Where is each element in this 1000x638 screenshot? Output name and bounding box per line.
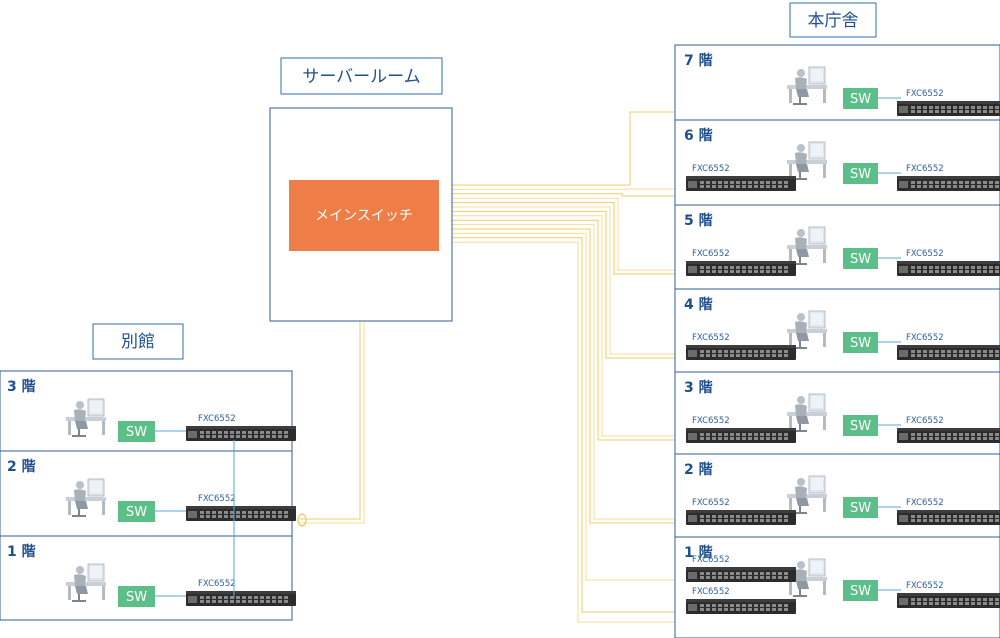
switch-model-label: FXC6552: [692, 333, 730, 343]
network-switch[interactable]: [186, 426, 296, 441]
sw-box[interactable]: [118, 586, 155, 607]
annex-title: 別館: [121, 332, 155, 352]
main-floor-6: 6 階 SW FXC6552 FXC6552: [674, 119, 1000, 206]
floor-label: 2 階: [684, 461, 713, 478]
network-switch[interactable]: [186, 506, 296, 521]
sw-box[interactable]: [843, 332, 878, 353]
floor-label: 1 階: [684, 544, 713, 561]
sw-box[interactable]: [843, 415, 878, 436]
network-switch[interactable]: [686, 599, 796, 614]
floor-label: 3 階: [684, 379, 713, 396]
sw-label: SW: [850, 419, 871, 434]
server-room-title-box: [280, 57, 443, 95]
network-switch[interactable]: [186, 591, 296, 606]
floor-label: 5 階: [684, 212, 713, 229]
sw-label: SW: [850, 92, 871, 107]
main-switch-label: メインスイッチ: [315, 208, 413, 224]
floor-box: [674, 536, 1000, 638]
floor-label: 7 階: [684, 52, 713, 69]
switch-model-label: FXC6552: [198, 494, 236, 504]
annex-floor-3: 3 階 SW FXC6552: [0, 370, 296, 452]
network-switch[interactable]: [686, 345, 796, 360]
sw-label: SW: [126, 590, 147, 605]
sw-label: SW: [850, 584, 871, 599]
annex-section: 別館 3 階 SW FXC6552 2 階 SW FXC6552 1 階 SW FXC6552: [0, 323, 307, 621]
switch-model-label: FXC6552: [906, 89, 944, 99]
sw-box[interactable]: [118, 421, 155, 442]
network-switch[interactable]: [897, 101, 1000, 116]
switch-model-label: FXC6552: [906, 164, 944, 174]
main-floor-4: 4 階 SW FXC6552 FXC6552: [674, 288, 1000, 373]
sw-label: SW: [850, 501, 871, 516]
switch-model-label: FXC6552: [906, 249, 944, 259]
floor-box: [0, 535, 293, 621]
sw-box[interactable]: [118, 501, 155, 522]
floor-label: 3 階: [7, 378, 36, 395]
network-switch[interactable]: [686, 176, 796, 191]
network-switch[interactable]: [897, 261, 1000, 276]
annex-floor-1: 1 階 SW FXC6552: [0, 535, 296, 621]
floor-box: [0, 450, 293, 537]
floor-label: 4 階: [684, 296, 713, 313]
fiber-link-annex: [300, 251, 365, 524]
main-floor-7: 7 階 SW FXC6552: [674, 44, 1000, 121]
switch-model-label: FXC6552: [906, 333, 944, 343]
floor-box: [674, 204, 1000, 290]
network-switch[interactable]: [897, 345, 1000, 360]
switch-model-label: FXC6552: [692, 164, 730, 174]
network-switch[interactable]: [686, 261, 796, 276]
sw-label: SW: [126, 425, 147, 440]
annex-title-box: [92, 323, 184, 360]
main-switch[interactable]: [289, 180, 439, 251]
switch-model-label: FXC6552: [198, 579, 236, 589]
switch-model-label: FXC6552: [692, 555, 730, 565]
sw-box[interactable]: [843, 88, 878, 109]
switch-model-label: FXC6552: [692, 587, 730, 597]
sw-box[interactable]: [843, 248, 878, 269]
switch-model-label: FXC6552: [198, 414, 236, 424]
server-room-section: サーバールーム メインスイッチ: [269, 57, 453, 322]
main-floor-3: 3 階 SW FXC6552 FXC6552: [674, 371, 1000, 455]
sw-label: SW: [850, 167, 871, 182]
network-switch[interactable]: [686, 510, 796, 525]
main-floor-5: 5 階 SW FXC6552 FXC6552: [674, 204, 1000, 290]
fiber-coil: [297, 513, 307, 527]
sw-box[interactable]: [843, 163, 878, 184]
main-building-title: 本庁舎: [808, 11, 859, 31]
switch-model-label: FXC6552: [906, 498, 944, 508]
network-switch[interactable]: [897, 176, 1000, 191]
main-building-title-box: [789, 2, 877, 38]
sw-label: SW: [850, 336, 871, 351]
network-switch[interactable]: [897, 593, 1000, 608]
network-switch[interactable]: [897, 428, 1000, 443]
switch-model-label: FXC6552: [906, 581, 944, 591]
floor-box: [674, 119, 1000, 206]
sw-label: SW: [126, 505, 147, 520]
main-floor-2: 2 階 SW FXC6552 FXC6552: [674, 453, 1000, 538]
network-switch[interactable]: [686, 567, 796, 582]
sw-label: SW: [850, 252, 871, 267]
floor-label: 6 階: [684, 127, 713, 144]
sw-box[interactable]: [843, 497, 878, 518]
annex-floor-2: 2 階 SW FXC6552: [0, 450, 296, 537]
switch-model-label: FXC6552: [692, 249, 730, 259]
network-switch[interactable]: [897, 510, 1000, 525]
server-room-title: サーバールーム: [302, 67, 420, 87]
switch-model-label: FXC6552: [692, 416, 730, 426]
network-switch[interactable]: [686, 428, 796, 443]
switch-model-label: FXC6552: [692, 498, 730, 508]
sw-box[interactable]: [843, 580, 878, 601]
floor-label: 2 階: [7, 458, 36, 475]
switch-model-label: FXC6552: [906, 416, 944, 426]
floor-label: 1 階: [7, 543, 36, 560]
